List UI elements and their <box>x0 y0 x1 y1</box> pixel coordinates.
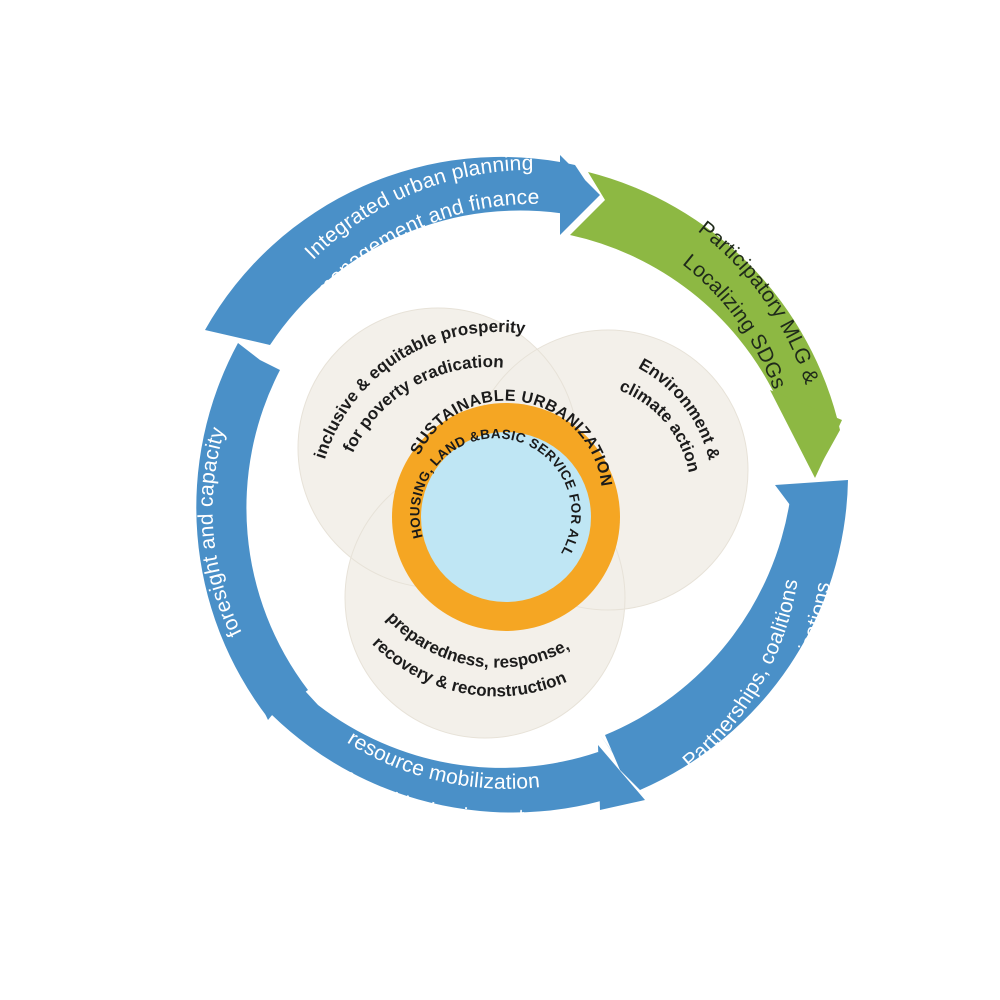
arrow-partnerships-head <box>775 480 848 525</box>
arrow-planning-head <box>560 155 600 235</box>
arrow-knowledge-head <box>252 680 300 720</box>
arrow-knowledge <box>196 343 308 718</box>
arrow-planning <box>205 156 585 345</box>
core-blue-disc <box>421 432 591 602</box>
arrow-participatory-head <box>770 390 842 478</box>
arrow-resource-head <box>598 745 645 810</box>
arrow-participatory <box>570 172 840 475</box>
core: SUSTAINABLE URBANIZATION HOUSING, LAND &… <box>392 387 620 631</box>
outer-cycle <box>196 155 848 813</box>
arrow-resource <box>272 680 635 813</box>
arrow-partnerships-tail <box>600 735 640 790</box>
arrow-partnerships <box>605 480 848 790</box>
